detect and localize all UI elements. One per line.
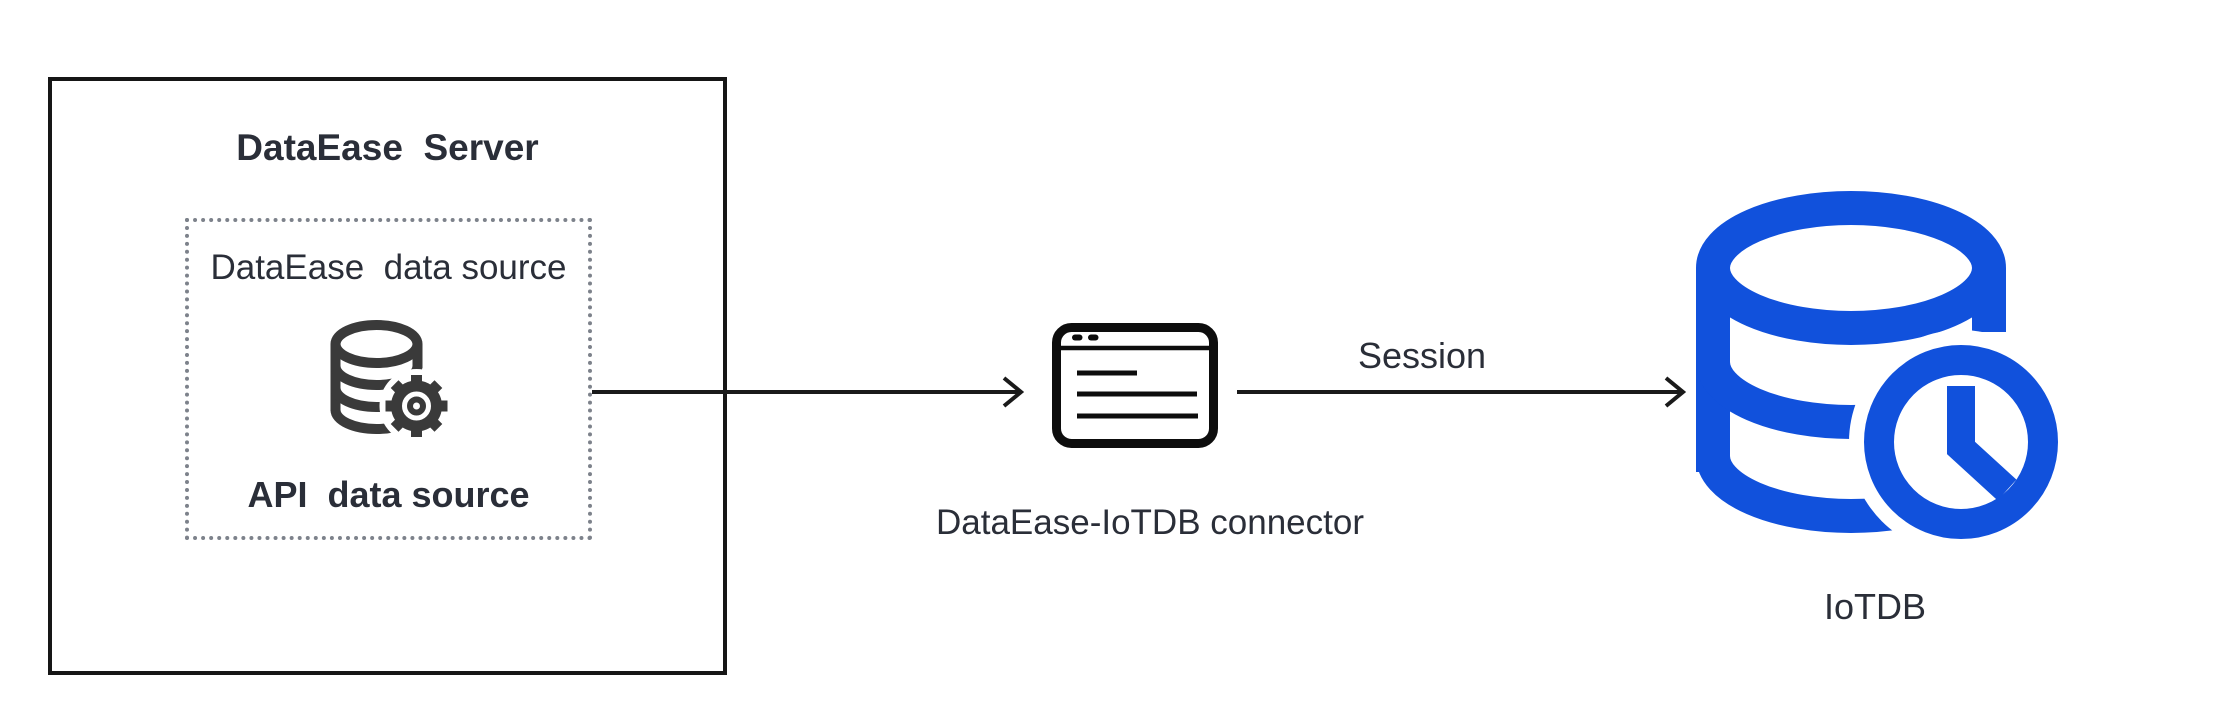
arrow-connector-to-iotdb [1237, 376, 1687, 408]
connector-label: DataEase-IoTDB connector [936, 503, 1364, 542]
dataease-datasource-box: DataEase data source [185, 218, 592, 540]
clock-icon [1864, 345, 2058, 539]
arrow-server-to-connector [592, 376, 1025, 408]
gear-icon [385, 375, 447, 437]
dataease-server-title: DataEase Server [236, 127, 539, 168]
dataease-datasource-title: DataEase data source [210, 248, 567, 287]
database-gear-icon [330, 320, 451, 439]
database-clock-icon [1696, 191, 2061, 542]
iotdb-label: IoTDB [1823, 586, 1927, 627]
api-datasource-label: API data source [247, 474, 530, 515]
dataease-server-box: DataEase Server DataEase data source [48, 77, 727, 675]
app-window-icon [1052, 323, 1218, 448]
session-label: Session [1357, 335, 1487, 376]
arrowhead-icon [1002, 376, 1025, 408]
arrowhead-icon [1664, 376, 1687, 408]
